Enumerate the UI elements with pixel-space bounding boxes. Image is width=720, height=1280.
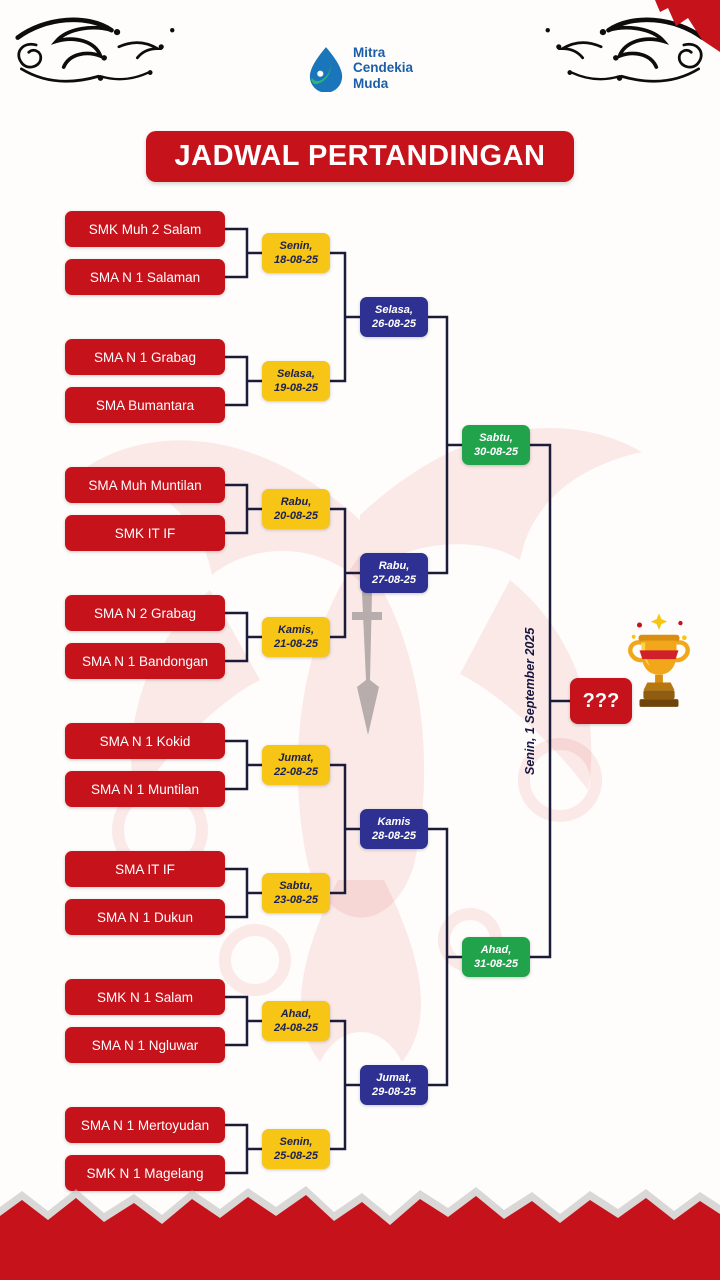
final-winner-box: ??? (570, 678, 632, 724)
match-day: Jumat, (278, 751, 314, 764)
match-day: Sabtu, (479, 431, 513, 444)
title-banner: JADWAL PERTANDINGAN (146, 131, 574, 182)
round1-date-box: Senin, 18-08-25 (262, 233, 330, 273)
round1-date-box: Ahad, 24-08-25 (262, 1001, 330, 1041)
logo-text: Mitra Cendekia Muda (353, 44, 413, 92)
logo-line-3: Muda (352, 75, 389, 91)
corner-tear-decoration (655, 0, 720, 52)
round1-date-box: Rabu, 20-08-25 (262, 489, 330, 529)
team-box: SMA N 1 Grabag (65, 339, 225, 375)
round2-date-box: Selasa, 26-08-25 (360, 297, 428, 337)
match-date: 29-08-25 (371, 1086, 417, 1098)
team-box: SMA N 1 Muntilan (65, 771, 225, 807)
match-day: Jumat, (376, 1071, 412, 1084)
team-box: SMA N 1 Dukun (65, 899, 225, 935)
round1-date-box: Kamis, 21-08-25 (262, 617, 330, 657)
match-date: 25-08-25 (273, 1150, 319, 1162)
match-date: 30-08-25 (473, 446, 519, 458)
match-day: Rabu, (378, 559, 410, 572)
semifinal-date-box: Ahad, 31-08-25 (462, 937, 530, 977)
match-date: 19-08-25 (273, 382, 319, 394)
match-date: 22-08-25 (273, 766, 319, 778)
team-box: SMA N 1 Kokid (65, 723, 225, 759)
final-date-label: Senin, 1 September 2025 (523, 627, 537, 775)
match-date: 23-08-25 (273, 894, 319, 906)
match-date: 18-08-25 (273, 254, 319, 266)
match-day: Kamis, (277, 623, 315, 636)
match-day: Senin, (279, 1135, 313, 1148)
match-day: Ahad, (480, 943, 512, 956)
page-title: JADWAL PERTANDINGAN (174, 140, 546, 172)
team-box: SMA N 1 Bandongan (65, 643, 225, 679)
corner-flourish-left-icon (15, 17, 175, 83)
monument-watermark (352, 592, 382, 735)
match-day: Kamis (377, 815, 411, 828)
match-date: 24-08-25 (273, 1022, 319, 1034)
match-day: Ahad, (280, 1007, 312, 1020)
match-date: 20-08-25 (273, 510, 319, 522)
match-date: 28-08-25 (371, 830, 417, 842)
round1-date-box: Senin, 25-08-25 (262, 1129, 330, 1169)
round1-date-box: Jumat, 22-08-25 (262, 745, 330, 785)
logo-line-2: Cendekia (352, 60, 414, 76)
team-box: SMA N 1 Mertoyudan (65, 1107, 225, 1143)
team-box: SMA N 2 Grabag (65, 595, 225, 631)
team-box: SMK IT IF (65, 515, 225, 551)
team-box: SMA N 1 Ngluwar (65, 1027, 225, 1063)
team-box: SMK Muh 2 Salam (65, 211, 225, 247)
team-box: SMA Bumantara (65, 387, 225, 423)
match-day: Selasa, (375, 303, 413, 316)
round2-date-box: Jumat, 29-08-25 (360, 1065, 428, 1105)
team-box: SMA Muh Muntilan (65, 467, 225, 503)
match-day: Senin, (279, 239, 313, 252)
match-day: Rabu, (280, 495, 312, 508)
team-box: SMA IT IF (65, 851, 225, 887)
logo-line-1: Mitra (352, 45, 386, 61)
match-date: 21-08-25 (273, 638, 319, 650)
round2-date-box: Kamis 28-08-25 (360, 809, 428, 849)
match-day: Sabtu, (279, 879, 313, 892)
team-box: SMK N 1 Magelang (65, 1155, 225, 1191)
round2-date-box: Rabu, 27-08-25 (360, 553, 428, 593)
trophy-icon (628, 613, 690, 707)
match-date: 27-08-25 (371, 574, 417, 586)
corner-flourish-right-icon (545, 17, 705, 83)
match-day: Selasa, (277, 367, 315, 380)
logo-droplet-icon (309, 47, 343, 92)
semifinal-date-box: Sabtu, 30-08-25 (462, 425, 530, 465)
round1-date-box: Sabtu, 23-08-25 (262, 873, 330, 913)
team-box: SMK N 1 Salam (65, 979, 225, 1015)
round1-date-box: Selasa, 19-08-25 (262, 361, 330, 401)
match-date: 31-08-25 (473, 958, 519, 970)
team-box: SMA N 1 Salaman (65, 259, 225, 295)
match-date: 26-08-25 (371, 318, 417, 330)
logo: Mitra Cendekia Muda (0, 44, 720, 92)
